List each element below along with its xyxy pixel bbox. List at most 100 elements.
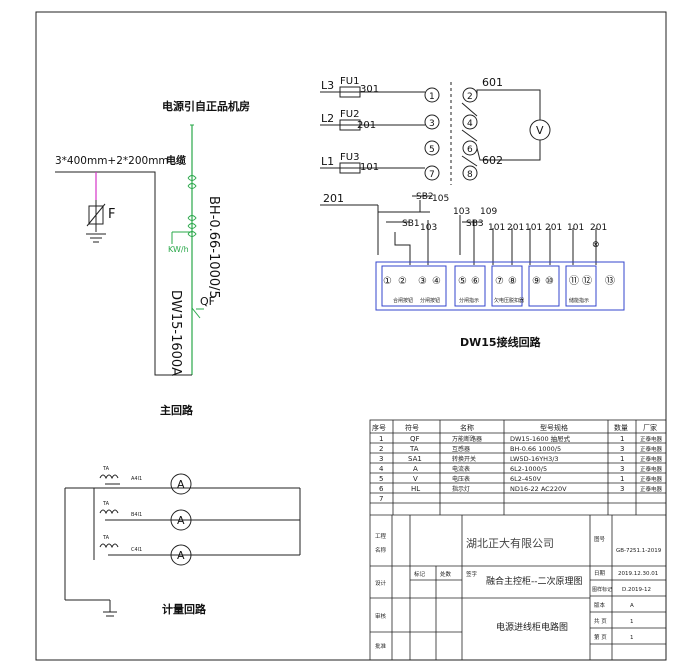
table-cell: A	[413, 465, 418, 473]
table-cell: 3	[620, 445, 624, 453]
table-cell: 正泰电器	[640, 485, 663, 493]
table-cell: 2	[379, 445, 383, 453]
value-date: 2019.12.30.01	[618, 571, 658, 577]
table-cell: 7	[379, 495, 383, 503]
terminal-3: ③	[418, 276, 427, 287]
table-cell: 1	[620, 455, 624, 463]
table-cell: V	[413, 475, 418, 483]
ammeter-icon-2: A	[177, 514, 185, 527]
fuse-fu1: FU1	[340, 76, 359, 87]
top-wire-3: 101	[525, 223, 542, 233]
sig-sign: 签字	[466, 570, 478, 578]
terminal-7: ⑦	[495, 276, 504, 287]
label-name: 名称	[375, 546, 387, 554]
table-cell: SA1	[408, 455, 422, 463]
sb1-wire: 103	[420, 223, 437, 233]
terminal-1: ①	[383, 276, 392, 287]
ammeter-icon-1: A	[177, 478, 185, 491]
terminal-5: ⑤	[458, 276, 467, 287]
terminal-4: ④	[432, 276, 441, 287]
table-cell: 1	[379, 435, 383, 443]
table-cell: QF	[410, 435, 420, 443]
table-cell: 正泰电器	[640, 435, 663, 443]
sb3-wire-109: 109	[480, 207, 497, 217]
value-version: A	[630, 603, 634, 609]
terminal-11: ⑪	[569, 275, 579, 287]
sb3-wire-103: 103	[453, 207, 470, 217]
value-sample-mark: D.2019-12	[622, 587, 651, 593]
wire-101: 101	[360, 162, 379, 173]
table-cell: BH-0.66 1000/5	[510, 445, 561, 453]
table-cell: LW5D-16YH3/3	[510, 455, 559, 463]
lamp-icon: ⊗	[592, 240, 600, 250]
drawing-frame	[35, 11, 667, 661]
group-label-2: 分闸按钮	[420, 297, 440, 304]
terminal-6: ⑥	[471, 276, 480, 287]
sb2-wire: 105	[432, 194, 449, 204]
breaker-label: QF	[200, 295, 215, 308]
cable-label: 电缆	[166, 154, 186, 167]
th-name: 名称	[460, 423, 474, 432]
terminal-2: ②	[398, 276, 407, 287]
table-cell: 6	[379, 485, 384, 493]
ct-label-3: TA	[102, 535, 110, 541]
drawing-title: 融合主控柜--二次原理图	[486, 575, 583, 587]
table-cell: 转换开关	[452, 455, 476, 463]
label-drawing-no: 图号	[594, 535, 606, 543]
table-cell: 互感器	[452, 445, 470, 453]
top-wire-1: 101	[488, 223, 505, 233]
top-wire-4: 201	[545, 223, 562, 233]
wire-c: C4l1	[131, 547, 142, 553]
switch-terminal-2: 2	[467, 92, 473, 102]
label-sample-mark: 图样标记	[592, 586, 612, 593]
switch-terminal-1: 1	[429, 92, 435, 102]
dw15-title: DW15接线回路	[460, 335, 542, 349]
switch-terminal-6: 6	[467, 145, 473, 155]
table-cell: HL	[411, 485, 420, 493]
cable-spec: 3*400mm+2*200mm	[55, 155, 169, 167]
group-label-5: 储能指示	[569, 297, 589, 304]
th-vendor: 厂家	[643, 423, 657, 432]
sb2-label: SB2	[416, 192, 434, 202]
value-total-pages: 1	[630, 619, 634, 625]
label-version: 版本	[594, 601, 606, 609]
switch-terminal-5: 5	[429, 145, 435, 155]
terminal-13: ⑬	[605, 275, 615, 287]
main-circuit-title: 主回路	[160, 403, 194, 417]
wire-201-l2: 201	[357, 120, 376, 131]
value-page: 1	[630, 635, 634, 641]
label-review: 审核	[375, 612, 387, 620]
terminal-9: ⑨	[532, 276, 541, 287]
table-cell: 正泰电器	[640, 465, 663, 473]
terminal-10: ⑩	[545, 276, 554, 287]
th-qty: 数量	[614, 423, 628, 432]
phase-l2: L2	[321, 112, 334, 125]
table-cell: 3	[620, 465, 624, 473]
label-approve: 批准	[375, 642, 387, 650]
ammeter-icon-3: A	[177, 549, 185, 562]
table-cell: ND16-22 AC220V	[510, 485, 567, 493]
table-cell: 正泰电器	[640, 455, 663, 463]
fuse-fu2: FU2	[340, 109, 359, 120]
table-cell: TA	[409, 445, 419, 453]
top-wire-2: 201	[507, 223, 524, 233]
table-cell: 6L2-450V	[510, 475, 542, 483]
arrester-label: F	[108, 207, 115, 222]
group-label-1: 合闸按钮	[393, 297, 413, 304]
wire-b: B4l1	[131, 512, 142, 518]
table-cell: 3	[620, 485, 624, 493]
table-cell: 1	[620, 475, 624, 483]
phase-l3: L3	[321, 79, 334, 92]
terminal-12: ⑫	[582, 275, 592, 287]
sig-count: 处数	[440, 570, 452, 578]
table-cell: 电流表	[452, 465, 470, 473]
group-label-3: 分闸指示	[459, 297, 479, 304]
ct-label-1: TA	[102, 466, 110, 472]
metering-title: 计量回路	[162, 602, 207, 616]
table-cell: 万能断路器	[452, 435, 482, 443]
table-cell: 正泰电器	[640, 445, 663, 453]
table-cell: 电压表	[452, 475, 470, 483]
company-name: 湖北正大有限公司	[466, 536, 554, 550]
output-601: 601	[482, 76, 503, 89]
table-cell: 3	[379, 455, 383, 463]
